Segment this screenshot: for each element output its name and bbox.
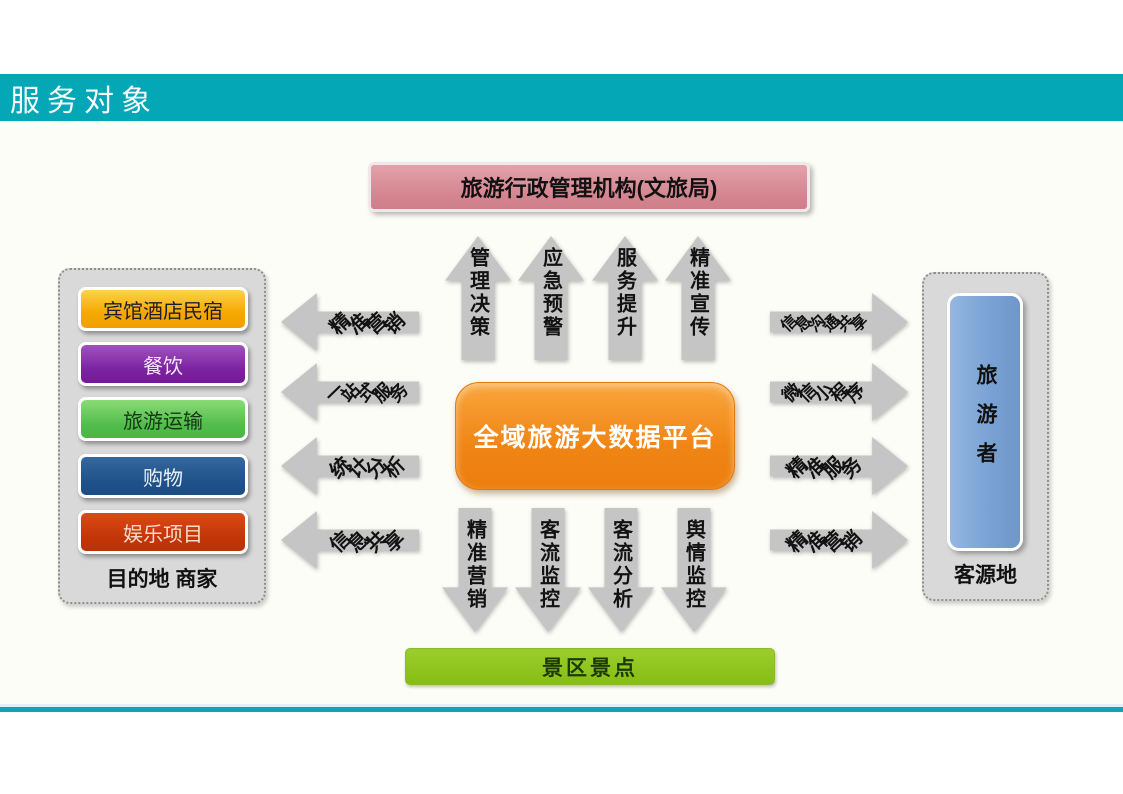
- merchant-item-shopping: 购物: [78, 454, 248, 498]
- arrow-right-wechat-mini-program: 微信小程序: [770, 363, 908, 421]
- merchant-item-dining: 餐饮: [78, 342, 248, 386]
- arrow-label: 服务提升: [613, 247, 636, 339]
- arrow-label: 精准营销: [782, 526, 867, 557]
- merchant-item-label: 宾馆酒店民宿: [103, 300, 223, 323]
- arrow-label: 客流监控: [536, 519, 559, 611]
- merchant-item-label: 娱乐项目: [123, 523, 203, 546]
- arrow-label: 微信小程序: [778, 379, 870, 407]
- merchant-item-label: 餐饮: [143, 355, 183, 378]
- arrow-label: 一站式服务: [321, 379, 413, 407]
- tourists-panel: 旅游者 客源地: [922, 272, 1049, 601]
- scenic-node: 景区景点: [405, 648, 775, 685]
- arrow-label: 精准服务: [782, 452, 867, 483]
- arrow-down-opinion-monitoring: 舆情监控: [661, 508, 727, 632]
- arrow-label: 精准营销: [325, 308, 410, 339]
- bottom-divider-highlight: [0, 704, 1123, 707]
- arrow-left-one-stop-service: 一站式服务: [281, 363, 419, 421]
- arrow-left-information-sharing: 信息共享: [281, 511, 419, 569]
- arrow-label: 管理决策: [466, 247, 489, 339]
- arrow-label: 信息共享: [325, 526, 410, 557]
- tourist-node: 旅游者: [947, 293, 1023, 551]
- bottom-divider: [0, 707, 1123, 712]
- merchant-item-label: 购物: [143, 467, 183, 490]
- arrow-left-statistical-analysis: 统计分析: [281, 437, 419, 495]
- page-title: 服务对象: [10, 84, 158, 118]
- arrow-down-flow-analysis: 客流分析: [588, 508, 654, 632]
- arrow-right-precise-marketing: 精准营销: [770, 511, 908, 569]
- merchants-panel: 宾馆酒店民宿 餐饮 旅游运输 购物 娱乐项目 目的地 商家: [58, 268, 266, 604]
- merchants-panel-caption: 目的地 商家: [106, 568, 218, 591]
- merchant-item-hotel: 宾馆酒店民宿: [78, 287, 248, 331]
- arrow-label: 精准营销: [463, 519, 486, 611]
- arrow-up-emergency-warning: 应急预警: [518, 236, 584, 360]
- government-node: 旅游行政管理机构(文旅局): [368, 162, 810, 212]
- arrow-label: 统计分析: [325, 452, 410, 483]
- arrow-label: 精准宣传: [686, 247, 709, 339]
- header-bar: 服务对象: [0, 74, 1123, 121]
- platform-node: 全域旅游大数据平台: [455, 382, 735, 490]
- arrow-down-flow-monitoring: 客流监控: [515, 508, 581, 632]
- tourists-panel-caption: 客源地: [954, 564, 1017, 587]
- merchant-item-transport: 旅游运输: [78, 397, 248, 441]
- arrow-up-precise-publicity: 精准宣传: [665, 236, 731, 360]
- platform-node-label: 全域旅游大数据平台: [473, 424, 717, 452]
- scenic-node-label: 景区景点: [542, 656, 638, 680]
- arrow-right-precise-service: 精准服务: [770, 437, 908, 495]
- arrow-label: 舆情监控: [682, 519, 705, 611]
- arrow-down-precise-marketing: 精准营销: [442, 508, 508, 632]
- arrow-up-management-decision: 管理决策: [445, 236, 511, 360]
- merchant-item-label: 旅游运输: [123, 410, 203, 433]
- arrow-up-service-improvement: 服务提升: [592, 236, 658, 360]
- arrow-right-info-communication-sharing: 信息沟通共享: [770, 293, 908, 351]
- arrow-label: 应急预警: [539, 247, 562, 339]
- arrow-left-precise-marketing: 精准营销: [281, 293, 419, 351]
- arrow-label: 信息沟通共享: [778, 312, 872, 336]
- government-node-label: 旅游行政管理机构(文旅局): [460, 176, 718, 201]
- arrow-label: 客流分析: [609, 519, 632, 611]
- merchant-item-entertainment: 娱乐项目: [78, 510, 248, 554]
